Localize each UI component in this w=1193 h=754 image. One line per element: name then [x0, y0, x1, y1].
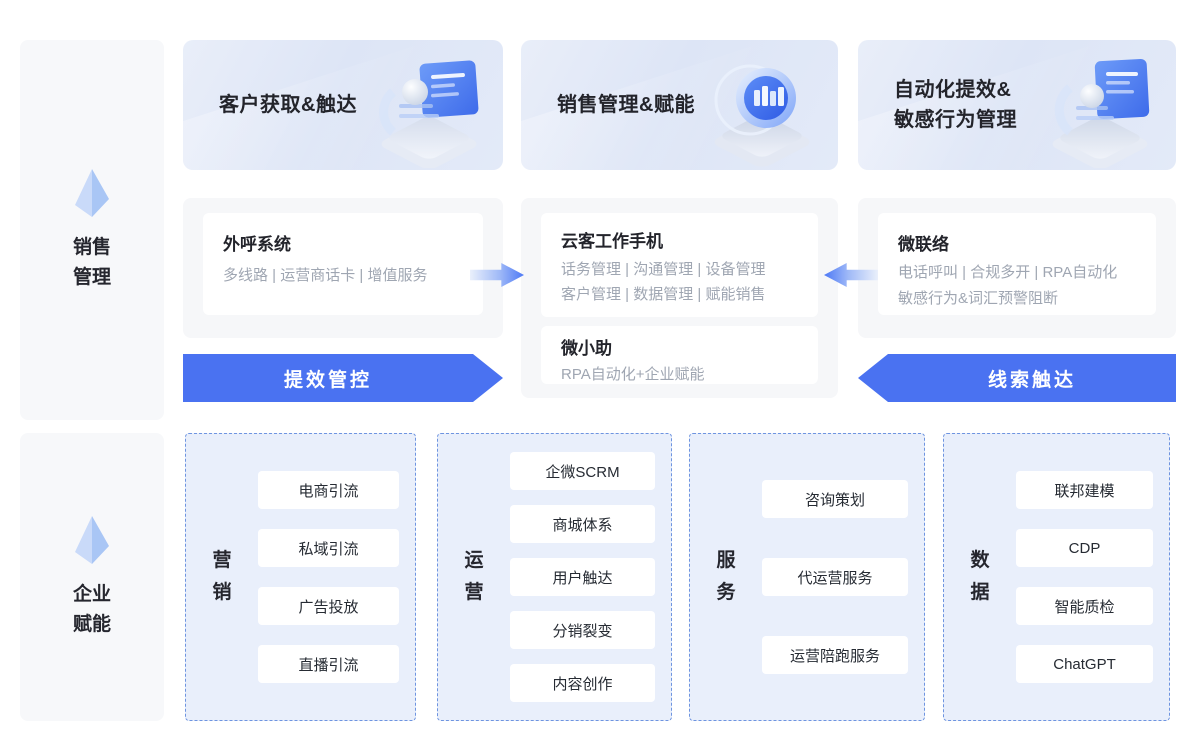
header-card-sales-enablement: 销售管理&赋能 [521, 40, 838, 170]
micro-contact-card: 微联络 电话呼叫 | 合规多开 | RPA自动化 敏感行为&词汇预警阻断 [878, 213, 1156, 315]
cloud-work-phone-subtitle-line2: 客户管理 | 数据管理 | 赋能销售 [561, 286, 766, 304]
group-items-marketing: 电商引流 私域引流 广告投放 直播引流 [258, 434, 399, 720]
header-title-automation: 自动化提效& 敏感行为管理 [894, 75, 1017, 135]
header-title-automation-line1: 自动化提效& [894, 79, 1012, 101]
group-item: ChatGPT [1016, 645, 1153, 683]
pyramid-icon [75, 168, 109, 217]
group-label-marketing: 营销 [212, 549, 232, 603]
sales-chart-3d-icon [714, 64, 810, 167]
group-label-data: 数据 [970, 549, 990, 603]
sidebar-sales-label-line1: 销售 [72, 236, 111, 258]
cloud-work-phone-card: 云客工作手机 话务管理 | 沟通管理 | 设备管理 客户管理 | 数据管理 | … [541, 213, 818, 317]
group-item: 商城体系 [510, 505, 655, 543]
outbound-system-title: 外呼系统 [223, 235, 291, 254]
contact-panel-3d-icon [379, 60, 479, 168]
group-item: 咨询策划 [762, 480, 908, 518]
automation-panel-3d-icon [1052, 58, 1150, 168]
group-items-service: 咨询策划 代运营服务 运营陪跑服务 [762, 434, 908, 720]
outbound-system-subtitle: 多线路 | 运营商话卡 | 增值服务 [223, 267, 428, 284]
product-card-cloud-phone: 云客工作手机 话务管理 | 沟通管理 | 设备管理 客户管理 | 数据管理 | … [521, 198, 838, 398]
sidebar-sales-label-line2: 管理 [72, 267, 111, 288]
cloud-work-phone-title: 云客工作手机 [561, 232, 663, 251]
group-item: 直播引流 [258, 645, 399, 683]
group-label-operation: 运营 [464, 549, 484, 603]
pyramid-icon [75, 515, 109, 564]
micro-contact-subtitle-line2: 敏感行为&词汇预警阻断 [898, 290, 1059, 308]
group-label-col: 运营 [438, 434, 510, 720]
group-item: 运营陪跑服务 [762, 636, 908, 674]
group-item: 代运营服务 [762, 558, 908, 596]
group-item: 电商引流 [258, 471, 399, 509]
micro-contact-title: 微联络 [898, 235, 949, 254]
group-card-service: 服务 咨询策划 代运营服务 运营陪跑服务 [689, 433, 925, 721]
group-card-operation: 运营 企微SCRM 商城体系 用户触达 分销裂变 内容创作 [437, 433, 672, 721]
group-item: 用户触达 [510, 558, 655, 596]
product-card-outbound-system: 外呼系统 多线路 | 运营商话卡 | 增值服务 [183, 198, 503, 338]
header-title-automation-line2: 敏感行为管理 [894, 109, 1017, 131]
group-label-col: 营销 [186, 434, 258, 720]
sidebar-enterprise-enablement: 企业 赋能 [20, 433, 164, 721]
group-item: 私域引流 [258, 529, 399, 567]
group-label-col: 服务 [690, 434, 762, 720]
group-item: 智能质检 [1016, 587, 1153, 625]
header-card-automation: 自动化提效& 敏感行为管理 [858, 40, 1176, 170]
banner-lead-reach: 线索触达 [858, 354, 1176, 402]
group-item: 企微SCRM [510, 452, 655, 490]
cloud-work-phone-subtitle-line1: 话务管理 | 沟通管理 | 设备管理 [561, 261, 766, 278]
micro-assistant-subtitle: RPA自动化+企业赋能 [561, 366, 705, 383]
group-item: 分销裂变 [510, 611, 655, 649]
sidebar-sales-label: 销售 管理 [73, 233, 111, 294]
banner-lead-reach-label: 线索触达 [987, 369, 1076, 391]
micro-assistant-card: 微小助 RPA自动化+企业赋能 [541, 326, 818, 384]
group-items-operation: 企微SCRM 商城体系 用户触达 分销裂变 内容创作 [510, 434, 655, 720]
micro-assistant-title: 微小助 [561, 339, 612, 358]
banner-efficiency-control-label: 提效管控 [283, 369, 372, 391]
product-card-micro-contact: 微联络 电话呼叫 | 合规多开 | RPA自动化 敏感行为&词汇预警阻断 [858, 198, 1176, 338]
group-label-col: 数据 [944, 434, 1016, 720]
outbound-system-card: 外呼系统 多线路 | 运营商话卡 | 增值服务 [203, 213, 483, 315]
group-card-data: 数据 联邦建模 CDP 智能质检 ChatGPT [943, 433, 1170, 721]
micro-contact-subtitle-line1: 电话呼叫 | 合规多开 | RPA自动化 [898, 264, 1118, 281]
sidebar-enterprise-label: 企业 赋能 [73, 580, 111, 641]
group-item: CDP [1016, 529, 1153, 567]
header-title-customer-acquisition: 客户获取&触达 [219, 94, 357, 116]
banner-efficiency-control: 提效管控 [183, 354, 503, 402]
header-title-sales-enablement: 销售管理&赋能 [557, 94, 695, 116]
group-items-data: 联邦建模 CDP 智能质检 ChatGPT [1016, 434, 1153, 720]
sidebar-enterprise-label-line2: 赋能 [72, 614, 111, 635]
sidebar-enterprise-label-line1: 企业 [72, 583, 111, 605]
header-card-customer-acquisition: 客户获取&触达 [183, 40, 503, 170]
group-label-service: 服务 [716, 549, 736, 603]
group-item: 内容创作 [510, 664, 655, 702]
group-item: 联邦建模 [1016, 471, 1153, 509]
group-card-marketing: 营销 电商引流 私域引流 广告投放 直播引流 [185, 433, 416, 721]
sidebar-sales-management: 销售 管理 [20, 40, 164, 420]
group-item: 广告投放 [258, 587, 399, 625]
